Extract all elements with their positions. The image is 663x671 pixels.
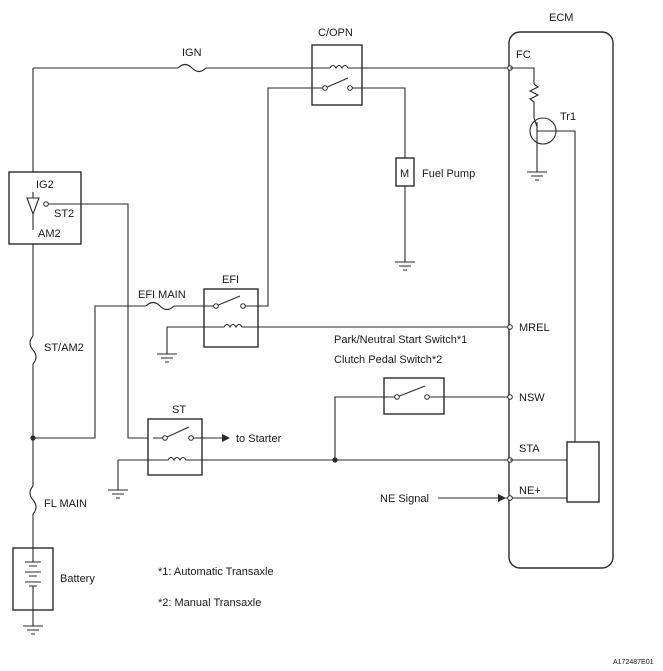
copn-contact-2 [347, 85, 353, 91]
st-am2-fuse [29, 335, 37, 365]
sta-label: STA [519, 443, 540, 455]
note-automatic: *1: Automatic Transaxle [158, 566, 274, 578]
battery-cells [25, 548, 41, 610]
ecm-title: ECM [549, 12, 573, 24]
st-coil-ground [108, 460, 128, 499]
ecm-input-block [566, 441, 600, 503]
sta-junction [332, 457, 338, 463]
ne-arrow [498, 494, 506, 502]
nsw-contact [394, 394, 400, 400]
ne-signal-label: NE Signal [380, 493, 429, 505]
st-label: ST [172, 404, 186, 416]
st-contact-2 [188, 435, 194, 441]
fuel-pump-ground [395, 186, 415, 271]
efi-label: EFI [222, 274, 239, 286]
efi-main-wire [33, 305, 146, 439]
tr1-label: Tr1 [560, 111, 576, 123]
tr1-ground [527, 150, 547, 181]
fl-main-label: FL MAIN [44, 498, 87, 510]
efi-contact [213, 303, 219, 309]
mrel-label: MREL [519, 322, 550, 334]
ign-fuse [177, 63, 207, 73]
st-am2-label: ST/AM2 [44, 342, 84, 354]
efi-relay [203, 288, 259, 348]
ig-switch-lever [26, 192, 40, 230]
clutch-pedal-label: Clutch Pedal Switch*2 [334, 354, 442, 366]
nsw-contact-2 [424, 394, 430, 400]
am2-label: AM2 [38, 228, 61, 240]
copn-out-wire [362, 87, 406, 158]
motor-symbol: M [400, 168, 409, 180]
nsw-to-sta [334, 396, 384, 460]
battery-ground [23, 610, 43, 635]
fuel-pump-label: Fuel Pump [422, 168, 475, 180]
efi-main-label: EFI MAIN [138, 289, 186, 301]
ne-open [507, 495, 513, 501]
copn-relay [311, 44, 363, 106]
note-manual: *2: Manual Transaxle [158, 597, 261, 609]
ign-label: IGN [182, 47, 202, 59]
mrel-open [507, 324, 513, 330]
st-relay [147, 418, 203, 476]
park-neutral-label: Park/Neutral Start Switch*1 [334, 334, 467, 346]
efi-coil-ground [157, 326, 204, 363]
st-coil [118, 456, 510, 462]
copn-contact [322, 85, 328, 91]
efi-main-fuse [145, 301, 175, 311]
nsw-open [507, 394, 513, 400]
fc-to-resistor [510, 67, 535, 84]
tr1-leads [533, 117, 576, 442]
ne-plus-label: NE+ [519, 485, 541, 497]
battery-label: Battery [60, 573, 95, 585]
st2-wire [48, 203, 153, 439]
nsw-switch [383, 377, 445, 415]
copn-label: C/OPN [318, 27, 353, 39]
fc-label: FC [516, 49, 531, 61]
ignition-switch [8, 171, 82, 245]
figure-id: A172487E01 [613, 659, 654, 666]
efi-coil [204, 323, 258, 329]
fl-main-fuse [29, 485, 37, 515]
efi-to-copn-wire [258, 87, 312, 307]
nsw-label: NSW [519, 392, 545, 404]
ecm-box [508, 31, 614, 569]
st-arrow [222, 434, 230, 442]
to-starter-label: to Starter [236, 433, 282, 445]
resistor [528, 83, 540, 118]
copn-coil [329, 64, 349, 70]
efi-contact-2 [240, 303, 246, 309]
st-contact [162, 435, 168, 441]
st2-contact [43, 201, 49, 207]
ig2-label: IG2 [36, 179, 54, 191]
st2-label: ST2 [54, 208, 74, 220]
